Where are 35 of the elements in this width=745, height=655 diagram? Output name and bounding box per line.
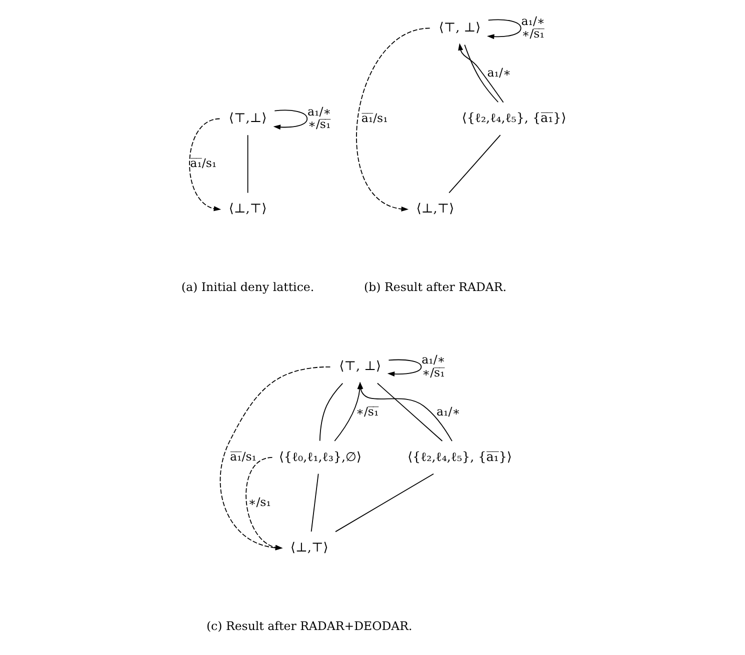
node-text: ⟨⊥,⊤⟩ [228,200,266,216]
edge-label: a₁/∗ [436,404,460,418]
node-text: ⟨⊥,⊤⟩ [416,200,454,216]
node-text: ⟨⊤,⊥⟩ [228,110,266,126]
arrow [188,118,221,212]
connector [334,473,434,532]
edge-label: a₁/∗ [486,66,510,80]
edge-label: a₁/∗ ∗/s̅₁̅ [306,104,331,132]
arrow [386,359,422,377]
arrow [458,43,504,103]
connector [318,382,343,442]
node-text: ⟨{ℓ₂,ℓ₄,ℓ₅}, {a̅₁̅}⟩ [407,448,512,464]
label: (c) Result after RADAR+DEODAR. [206,618,412,633]
label: (a) Initial deny lattice. [180,280,314,294]
node-text: ⟨⊥,⊤⟩ [290,539,328,554]
arrow [272,110,308,130]
node-text: ⟨{ℓ₂,ℓ₄,ℓ₅}, {a̅₁̅}⟩ [461,110,566,126]
node-text: ⟨{ℓ₀,ℓ₁,ℓ₃},∅⟩ [278,448,361,464]
connector [310,473,318,532]
edge-label: ∗/s̅₁̅ [355,404,378,418]
connector [464,44,498,103]
edge-label: a̅₁̅/s₁ [360,110,388,125]
edge-label: ∗/s₁ [248,494,270,509]
arrow [356,28,430,212]
connector [246,134,248,194]
edge-label: a₁/∗ ∗/s̅₁̅ [520,14,544,41]
edge-label: a₁/∗ ∗/s̅₁̅ [421,352,445,380]
connector [376,382,442,442]
node-text: ⟨⊤, ⊥⟩ [438,20,480,35]
edge-label: a̅₁̅/s₁ [190,156,216,170]
edge-label: a̅₁̅/s₁ [230,450,256,464]
node-text: ⟨⊤, ⊥⟩ [338,358,380,374]
connector [448,134,500,194]
arrow [486,19,521,40]
label: (b) Result after RADAR. [364,280,506,294]
